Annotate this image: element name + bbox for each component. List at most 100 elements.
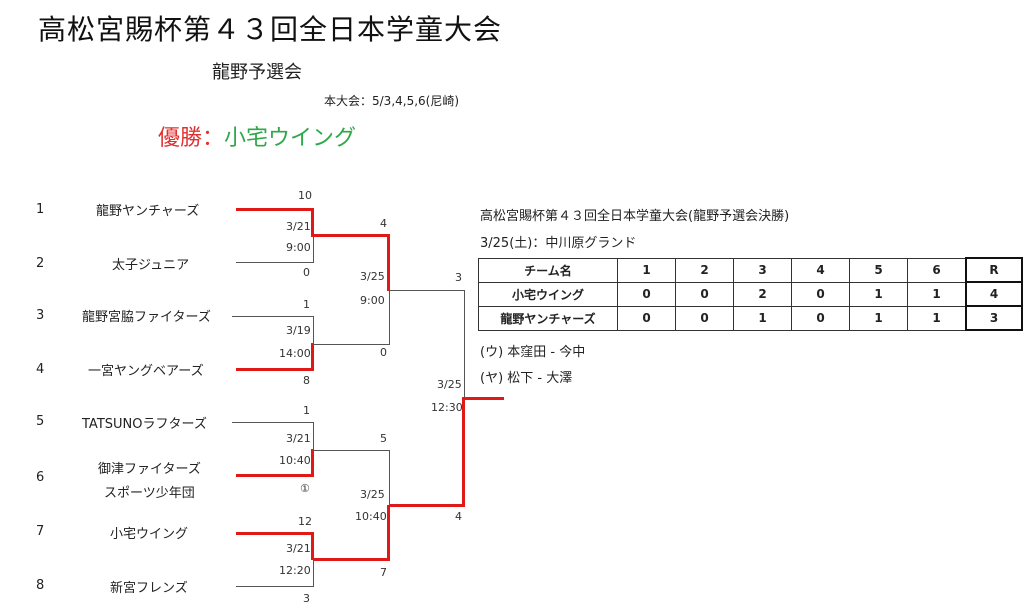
bracket-line [232,316,314,317]
match-time: 9:00 [360,294,385,307]
score: 4 [380,217,387,230]
bracket-line [236,532,314,535]
match-date: 3/21 [286,542,311,555]
team-name: 新宮フレンズ [110,581,188,596]
bracket-line [313,450,390,451]
bracket-line [236,474,314,477]
header-inning: 4 [791,257,850,283]
venue-info: 本大会：5/3,4,5,6(尼崎) [324,94,460,108]
final-title: 高松宮賜杯第４３回全日本学童大会(龍野予選会決勝) [480,209,790,224]
score: 4 [455,510,462,523]
bracket-line [389,290,390,344]
match-date: 3/21 [286,432,311,445]
match-time: 10:40 [279,454,311,467]
cell: 2 [733,281,792,307]
cell: 0 [675,305,734,331]
row-team: 龍野ヤンチャーズ [478,305,618,331]
bracket-line [313,236,314,262]
champion-line [462,397,504,400]
team-name: 龍野宮脇ファイターズ [82,310,211,325]
final-date-place: 3/25(土)：中川原グランド [480,236,637,251]
header-inning: 2 [675,257,734,283]
bracket-line [236,208,314,211]
bracket-line [313,558,390,561]
cell: 0 [617,281,676,307]
team-name: TATSUNOラフターズ [82,417,207,432]
cell: 0 [617,305,676,331]
match-time: 12:20 [279,564,311,577]
battery-line: (ウ) 本窪田 - 今中 [480,345,586,360]
header-inning: 1 [617,257,676,283]
header-inning: 5 [849,257,908,283]
bracket-line [464,290,465,398]
team-number: 6 [36,470,45,485]
match-time: 10:40 [355,510,387,523]
bracket-line [389,290,465,291]
team-number: 3 [36,308,45,323]
bracket-line [311,532,314,560]
score: 5 [380,432,387,445]
header-team: チーム名 [478,257,618,283]
team-name: 一宮ヤングベアーズ [88,364,204,379]
team-number: 4 [36,362,45,377]
match-date: 3/25 [437,378,462,391]
bracket-line [232,422,314,423]
team-name: 龍野ヤンチャーズ [96,204,200,219]
score: 12 [298,515,312,528]
score: 1 [303,298,310,311]
team-number: 8 [36,578,45,593]
bracket-line [387,505,390,561]
bracket-line [389,450,390,506]
bracket-line [313,559,314,586]
bracket-line [387,234,390,291]
score: 7 [380,566,387,579]
match-time: 14:00 [279,347,311,360]
cell: 0 [791,281,850,307]
team-name: 小宅ウイング [110,527,189,542]
scoreboard-header-row: チーム名 1 2 3 4 5 6 R [478,257,1023,283]
winner-name: 小宅ウイング [224,126,357,151]
score: ① [300,482,310,495]
team-name: 御津ファイターズ [98,462,201,477]
cell: 0 [675,281,734,307]
cell: 1 [907,281,967,307]
bracket-line [313,234,390,237]
cell: 1 [733,305,792,331]
match-time: 9:00 [286,241,311,254]
table-row: 龍野ヤンチャーズ 0 0 1 0 1 1 3 [478,305,1023,331]
page-subtitle: 龍野予選会 [212,62,302,83]
match-date: 3/19 [286,324,311,337]
bracket-line [236,586,314,587]
match-date: 3/21 [286,220,311,233]
winner-label: 優勝： [158,126,225,151]
cell: 1 [907,305,967,331]
runs-cell: 4 [965,281,1023,307]
team-number: 2 [36,256,45,271]
cell: 1 [849,305,908,331]
bracket-line [313,422,314,450]
match-time: 12:30 [431,401,463,414]
bracket-line [311,449,314,477]
bracket-line [462,397,465,507]
runs-cell: 3 [965,305,1023,331]
team-number: 7 [36,524,45,539]
score: 8 [303,374,310,387]
score: 0 [303,266,310,279]
row-team: 小宅ウイング [478,281,618,307]
bracket-line [236,262,314,263]
table-row: 小宅ウイング 0 0 2 0 1 1 4 [478,281,1023,307]
bracket-line [311,343,314,371]
match-date: 3/25 [360,270,385,283]
score: 3 [303,592,310,605]
bracket-line [389,504,465,507]
bracket-line [236,368,314,371]
score: 3 [455,271,462,284]
team-number: 1 [36,202,45,217]
match-date: 3/25 [360,488,385,501]
winner-banner: 優勝：小宅ウイング [158,120,356,152]
cell: 0 [791,305,850,331]
battery-line: (ヤ) 松下 - 大澤 [480,371,573,386]
bracket-line [313,316,314,344]
bracket-line [311,208,314,237]
team-name: 太子ジュニア [112,258,190,273]
